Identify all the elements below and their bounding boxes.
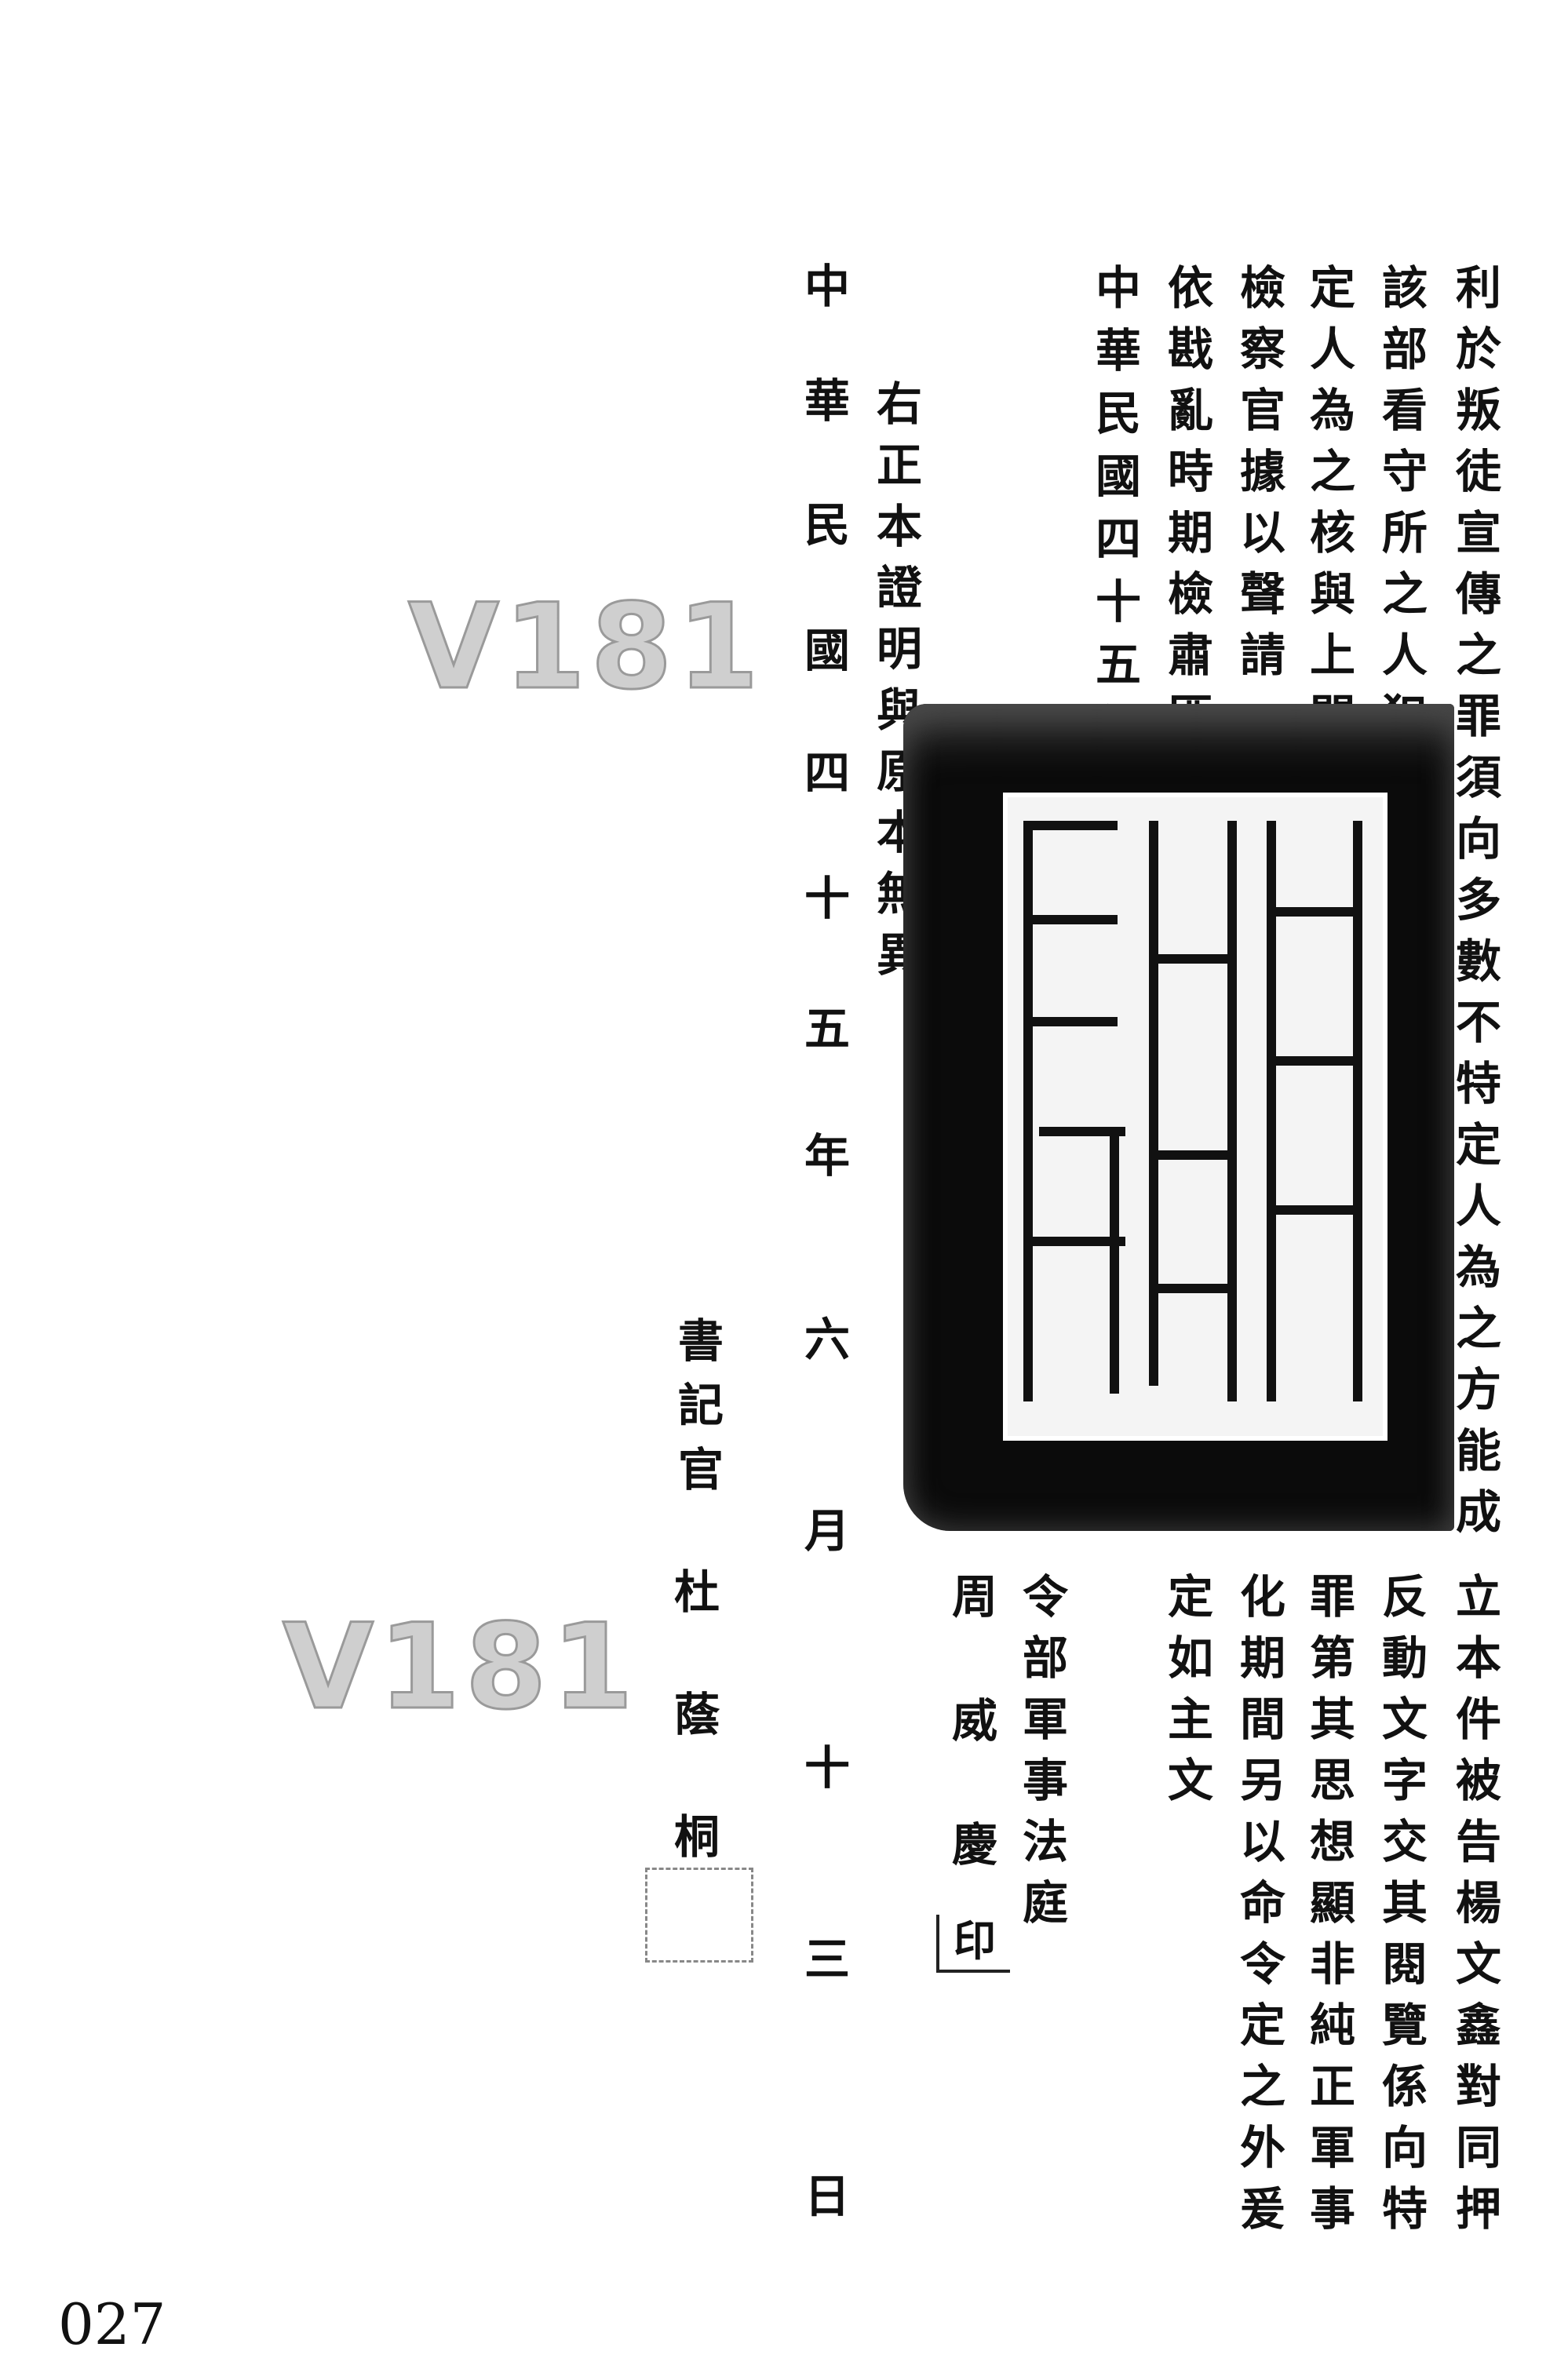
court-name: 令部軍事法庭 — [1015, 1573, 1068, 1940]
official-seal — [903, 704, 1454, 1531]
body-col-3-lower: 罪第其思想顯非純正軍事 — [1302, 1573, 1355, 2246]
cert-date-char: 華 — [804, 374, 851, 428]
cert-date-char: 民 — [804, 498, 851, 552]
body-col-1-upper: 利於叛徒宣傳之罪須向多數不特定人為之方能成 — [1448, 264, 1501, 1549]
cert-date-char: 日 — [804, 2170, 851, 2223]
body-col-5-lower: 定如主文 — [1160, 1573, 1213, 1817]
cert-date-char: 年 — [804, 1129, 851, 1183]
clerk-stamp — [645, 1868, 753, 1963]
body-col-2-lower: 反動文字交其閱覽係向特 — [1374, 1573, 1428, 2246]
body-col-2-upper: 該部看守所之人犯 — [1374, 264, 1428, 753]
clerk-name-char: 杜 — [673, 1565, 720, 1619]
cert-date-char: 六 — [804, 1313, 851, 1366]
cert-date-char: 四 — [804, 746, 851, 800]
cert-date-char: 十 — [804, 1741, 851, 1795]
clerk-name-char: 桐 — [673, 1810, 720, 1864]
body-col-3-upper: 定人為之核與上開 — [1302, 264, 1355, 753]
cert-date-char: 中 — [804, 260, 851, 313]
cert-date-char: 五 — [804, 1002, 851, 1055]
cert-date-char: 月 — [804, 1504, 851, 1558]
watermark-bottom: V181 — [281, 1599, 639, 1736]
seal-face — [1003, 793, 1387, 1441]
cert-date-char: 國 — [804, 624, 851, 677]
watermark-top: V181 — [407, 579, 764, 716]
clerk-name-char: 蔭 — [673, 1688, 720, 1741]
body-col-4-lower: 化期間另以命令定之外爰 — [1232, 1573, 1285, 2246]
judge-seal-mark: 印 — [936, 1915, 1010, 1973]
body-col-1-lower: 立本件被告楊文鑫對同押 — [1448, 1573, 1501, 2246]
cert-date-char: 三 — [804, 1933, 851, 1986]
judge-name: 周威慶 — [944, 1573, 997, 1944]
clerk-title: 書記官 — [670, 1317, 724, 1510]
page-number: 027 — [58, 2291, 166, 2357]
body-col-4-upper: 檢察官據以聲請 — [1232, 264, 1285, 692]
cert-date-char: 十 — [804, 872, 851, 925]
